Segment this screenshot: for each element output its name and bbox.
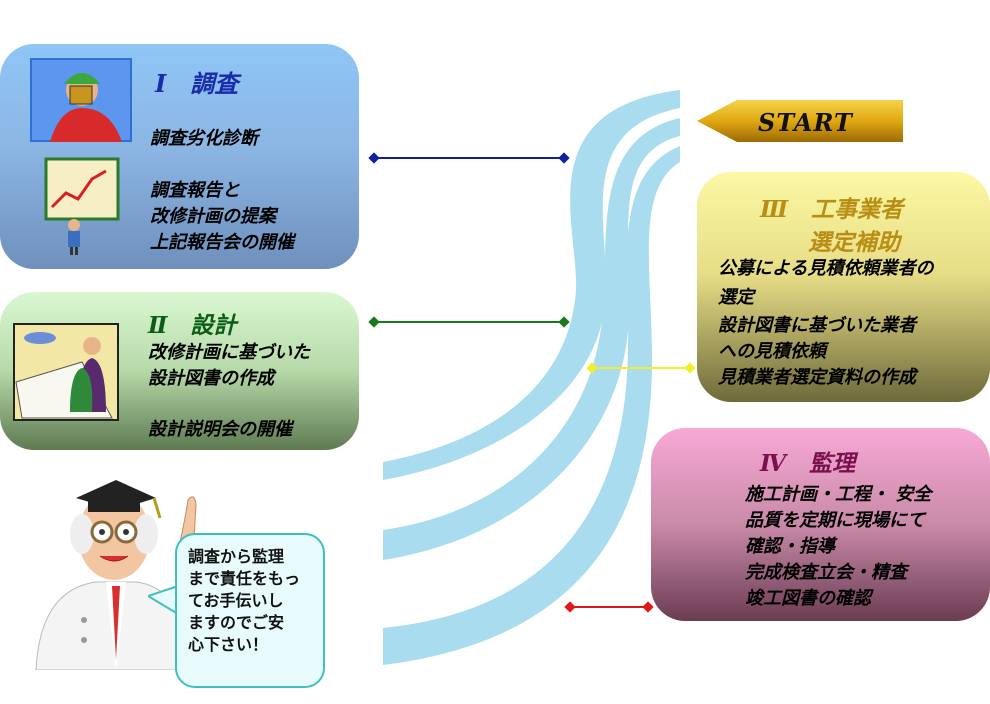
contractor-title-line1: Ⅲ 工事業者 bbox=[760, 196, 904, 223]
design-item-drawings: 設計図書の作成 bbox=[148, 368, 274, 389]
start-label: START bbox=[758, 108, 853, 137]
contractor-item-based: 設計図書に基づいた業者 bbox=[718, 315, 916, 336]
supervision-title: Ⅳ 監理 bbox=[760, 450, 856, 477]
supervision-item-inspection: 完成検査立会・精査 bbox=[745, 562, 907, 583]
contractor-item-public: 公募による見積依頼業者の bbox=[718, 258, 934, 279]
speech-line-2: まで責任をもっ bbox=[188, 569, 301, 588]
speech-line-5: 心下さい！ bbox=[188, 635, 269, 654]
survey-item-report: 調査報告と bbox=[150, 180, 240, 201]
survey-item-diagnosis: 調査劣化診断 bbox=[150, 128, 258, 149]
start-arrow bbox=[697, 100, 903, 142]
survey-item-proposal: 改修計画の提案 bbox=[150, 206, 276, 227]
design-title: Ⅱ 設計 bbox=[148, 312, 237, 339]
speech-line-4: ますのでご安 bbox=[188, 613, 285, 632]
contractor-item-select: 選定 bbox=[718, 287, 754, 308]
speech-line-3: てお手伝いし bbox=[188, 591, 284, 610]
supervision-item-completion: 竣工図書の確認 bbox=[745, 588, 871, 609]
supervision-panel bbox=[651, 428, 990, 621]
survey-title: Ⅰ 調査 bbox=[155, 69, 239, 98]
stream-band-3 bbox=[383, 146, 680, 665]
supervision-connector bbox=[570, 606, 648, 608]
contractor-item-docs: 見積業者選定資料の作成 bbox=[718, 367, 916, 388]
design-item-plan: 改修計画に基づいた bbox=[148, 342, 310, 363]
speech-bubble bbox=[175, 533, 325, 688]
supervision-item-quality: 品質を定期に現場にて bbox=[745, 510, 925, 531]
survey-item-meeting: 上記報告会の開催 bbox=[150, 232, 294, 253]
contractor-item-request: への見積依頼 bbox=[718, 341, 826, 362]
speech-line-1: 調査から監理 bbox=[188, 547, 285, 566]
design-drafting-icon bbox=[13, 323, 119, 421]
contractor-panel bbox=[697, 172, 990, 402]
design-connector bbox=[374, 321, 564, 323]
supervision-item-guidance: 確認・指導 bbox=[745, 536, 835, 557]
surveyor-icon bbox=[30, 58, 132, 142]
design-item-briefing: 設計説明会の開催 bbox=[148, 419, 292, 440]
presentation-chart-icon bbox=[44, 157, 120, 255]
contractor-connector bbox=[592, 367, 690, 369]
stream-band-1 bbox=[383, 90, 680, 480]
contractor-title-line2: 選定補助 bbox=[808, 229, 900, 256]
survey-connector bbox=[374, 157, 564, 159]
professor-character bbox=[35, 480, 207, 670]
speech-bubble-text: 調査から監理 まで責任をもっ てお手伝いし ますのでご安 心下さい！ bbox=[188, 546, 300, 656]
supervision-item-plan: 施工計画・工程・ 安全 bbox=[745, 484, 932, 505]
stream-band-2 bbox=[383, 118, 680, 560]
